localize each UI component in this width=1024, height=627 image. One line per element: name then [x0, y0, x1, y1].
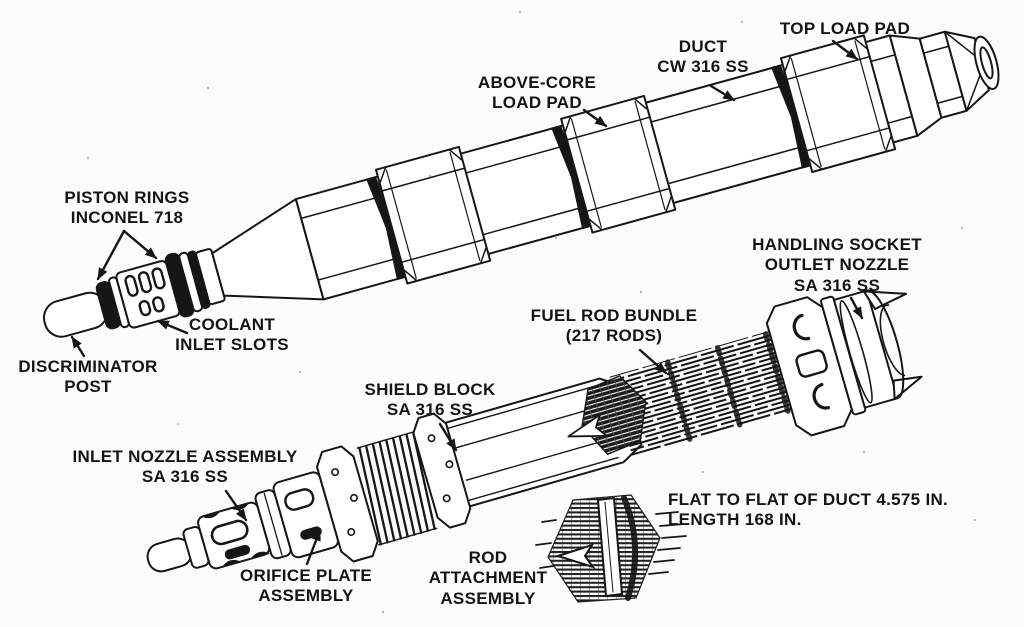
- leader-inlet-nozzle: [224, 489, 248, 522]
- rod-face-hex-drawing: [567, 375, 647, 455]
- label-top-load-pad: TOP LOAD PAD: [779, 19, 911, 38]
- inlet-nozzle-drawing: [146, 471, 339, 573]
- label-orifice-plate-assembly: ORIFICE PLATE ASSEMBLY: [239, 566, 373, 606]
- label-handling-socket: HANDLING SOCKET OUTLET NOZZLE SA 316 SS: [752, 235, 922, 295]
- label-duct: DUCT CW 316 SS: [657, 37, 749, 77]
- fuel-assembly-cutaway-drawing: [146, 289, 923, 573]
- piston-rings-drawing: [164, 248, 226, 318]
- leader-above-core-pad: [582, 108, 608, 128]
- label-piston-rings: PISTON RINGS INCONEL 718: [64, 188, 190, 228]
- rod-attachment-assembly-drawing: [535, 494, 687, 603]
- label-coolant-inlet-slots: COOLANT INLET SLOTS: [175, 315, 289, 355]
- leader-piston-ring-right: [122, 229, 158, 260]
- leader-fuel-rod-bundle: [638, 348, 668, 375]
- coolant-inlet-slots-drawing: [115, 260, 181, 329]
- leader-lines: [70, 39, 864, 566]
- leader-discriminator-post: [70, 335, 86, 358]
- label-above-core-load-pad: ABOVE-CORE LOAD PAD: [477, 73, 597, 113]
- label-dimension-note: FLAT TO FLAT OF DUCT 4.575 IN. LENGTH 16…: [668, 490, 949, 530]
- leader-coolant-slots: [156, 319, 189, 335]
- discriminator-post-drawing: [42, 276, 130, 338]
- handling-socket-drawing: [765, 289, 923, 437]
- leader-piston-ring-left: [96, 229, 126, 281]
- fuel-assembly-exterior-drawing: [42, 30, 1000, 338]
- leader-orifice-plate: [305, 528, 322, 566]
- nose-cap-drawing: [888, 30, 1000, 137]
- label-inlet-nozzle-assembly: INLET NOZZLE ASSEMBLY SA 316 SS: [72, 447, 298, 487]
- label-fuel-rod-bundle: FUEL ROD BUNDLE (217 RODS): [530, 306, 698, 346]
- leader-top-load-pad: [831, 39, 859, 61]
- orifice-plate-stack-drawing: [315, 412, 472, 563]
- label-rod-attachment-assembly: ROD ATTACHMENT ASSEMBLY: [428, 548, 548, 608]
- label-shield-block: SHIELD BLOCK SA 316 SS: [364, 380, 496, 420]
- leader-duct: [709, 84, 736, 102]
- scan-noise: [86, 10, 977, 614]
- leader-handling-socket: [849, 296, 864, 320]
- fuel-rod-bundle-drawing: [609, 329, 797, 458]
- label-discriminator-post: DISCRIMINATOR POST: [18, 357, 158, 397]
- leader-shield-block: [438, 422, 458, 452]
